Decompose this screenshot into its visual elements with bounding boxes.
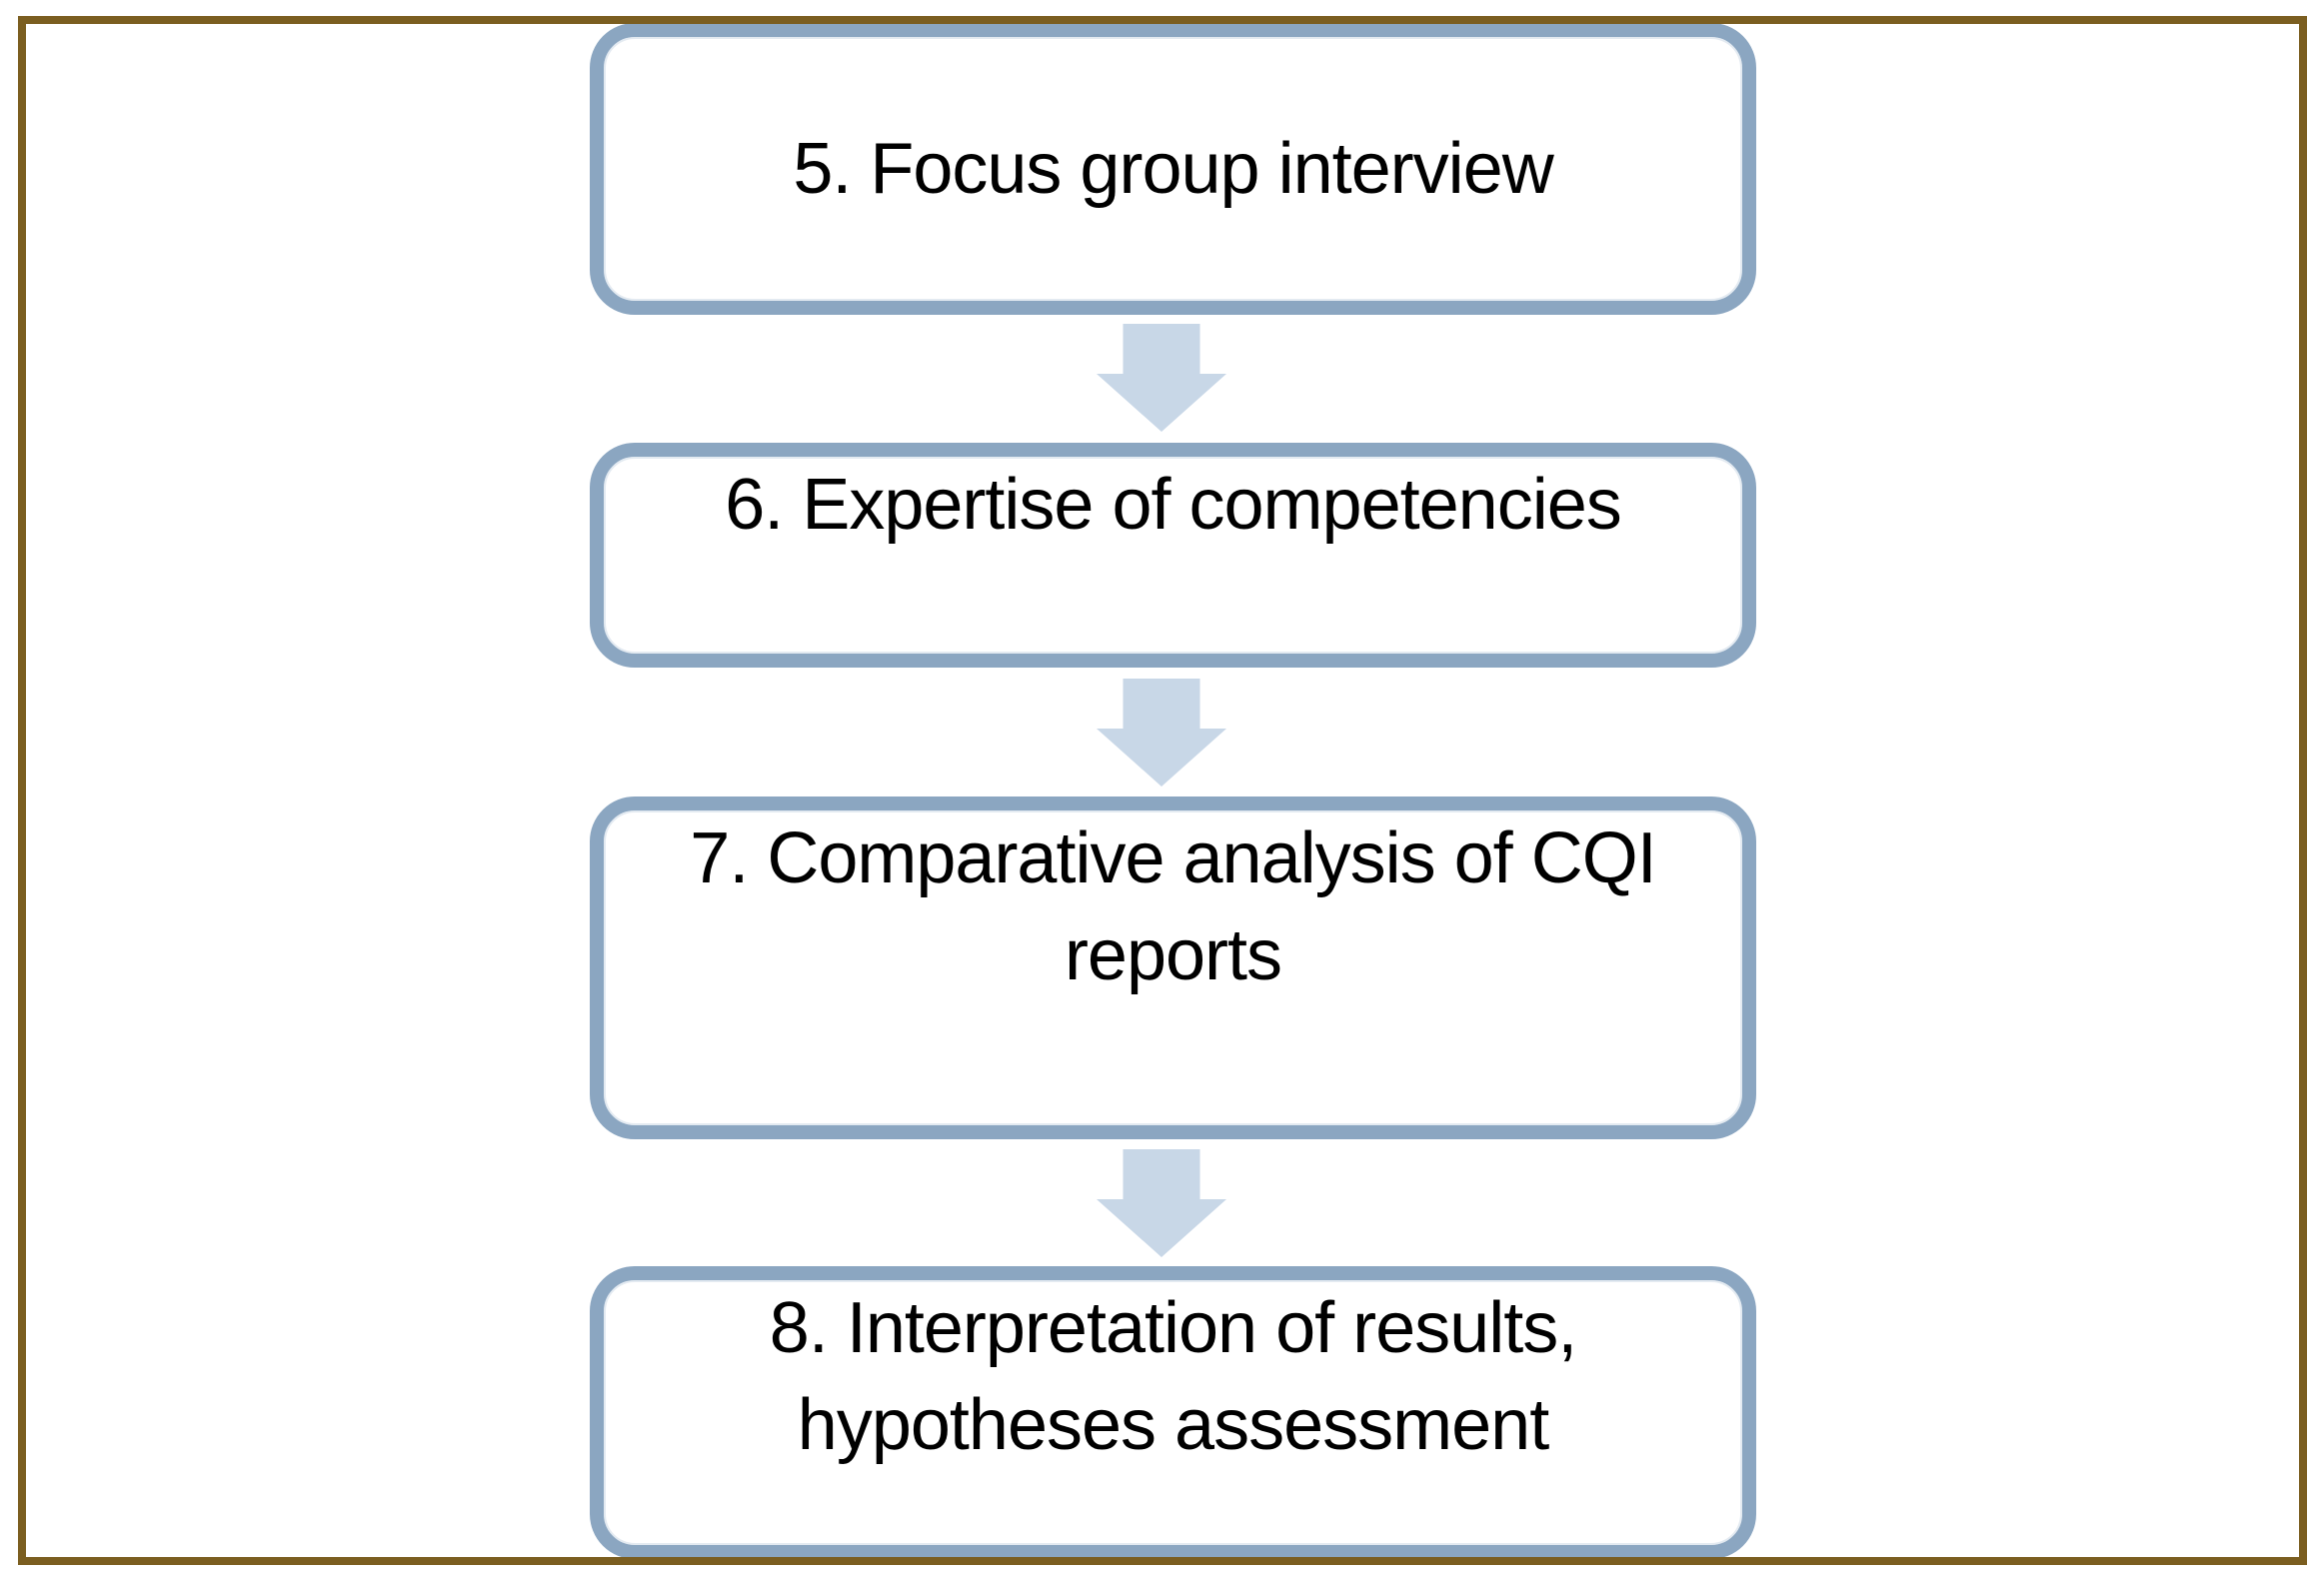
- flow-step-box-7: 7. Comparative analysis of CQI reports: [590, 796, 1756, 1139]
- down-arrow-icon: [1097, 1149, 1226, 1257]
- flow-step-label-8: 8. Interpretation of results, hypotheses…: [769, 1288, 1577, 1465]
- flow-step-label-7: 7. Comparative analysis of CQI reports: [690, 818, 1656, 995]
- flow-step-box-8: 8. Interpretation of results, hypotheses…: [590, 1266, 1756, 1559]
- flow-step-label-5: 5. Focus group interview: [793, 128, 1553, 209]
- down-arrow-icon: [1097, 679, 1226, 787]
- flow-step-box-5: 5. Focus group interview: [590, 23, 1756, 315]
- flow-step-box-6: 6. Expertise of competencies: [590, 443, 1756, 668]
- down-arrow-icon: [1097, 324, 1226, 432]
- flow-step-label-6: 6. Expertise of competencies: [725, 465, 1621, 545]
